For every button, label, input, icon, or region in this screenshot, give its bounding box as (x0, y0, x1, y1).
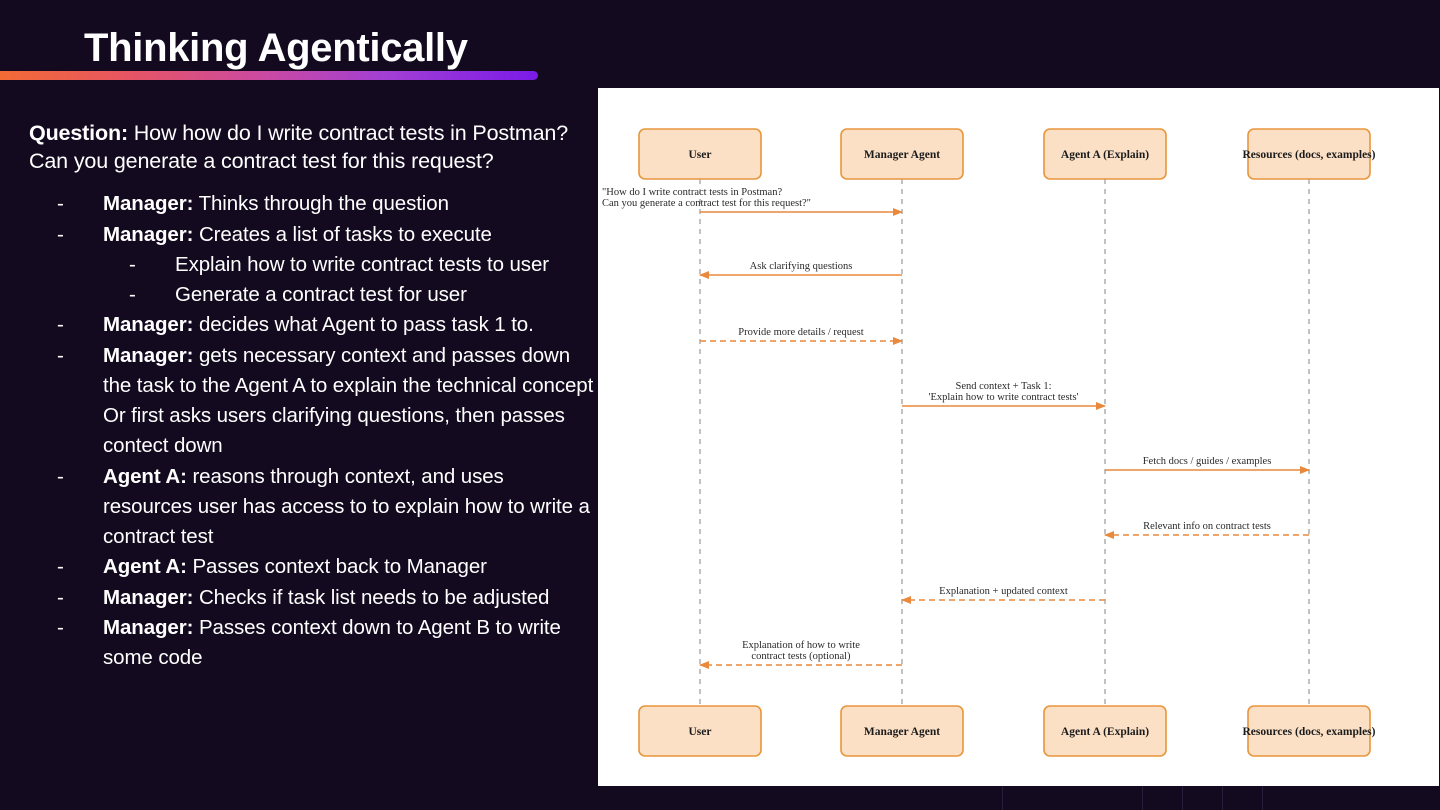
bullet-item: - Manager: Creates a list of tasks to exe… (29, 220, 594, 311)
bullet-dash: - (57, 222, 64, 246)
chrome-divider (1262, 786, 1263, 810)
bullet-dash: - (57, 464, 64, 488)
bullet-item: - Agent A: Passes context back to Manager (29, 552, 594, 582)
participant-label: Resources (docs, examples) (1243, 726, 1376, 738)
sub-bullet-dash: - (129, 283, 136, 307)
message-label: Ask clarifying questions (750, 261, 853, 272)
message-arrow: Explanation + updated context (901, 586, 1105, 604)
bullet-dash: - (57, 313, 64, 337)
chrome-divider (1142, 786, 1143, 810)
chrome-divider (1002, 786, 1003, 810)
participant-label: Resources (docs, examples) (1243, 149, 1376, 161)
bullet-item: - Manager: Passes context down to Agent B… (29, 613, 594, 673)
message-arrow: Fetch docs / guides / examples (1105, 456, 1310, 474)
bullet-lead: Manager: (103, 343, 194, 367)
bullet-dash: - (57, 555, 64, 579)
sub-bullet-item: - Explain how to write contract tests to … (103, 250, 594, 280)
message-label: Send context + Task 1:'Explain how to wr… (929, 381, 1079, 403)
bullet-item: - Manager: Thinks through the question (29, 189, 594, 219)
participant-box-resources[interactable]: Resources (docs, examples) (1243, 128, 1376, 180)
bullet-text: reasons through context, and uses resour… (103, 464, 590, 549)
message-label: "How do I write contract tests in Postma… (602, 187, 811, 209)
participant-box-agentA[interactable]: Agent A (Explain) (1043, 128, 1167, 180)
bullet-lead: Manager: (103, 222, 194, 246)
participant-box-user[interactable]: User (638, 128, 762, 180)
page-title: Thinking Agentically (84, 26, 468, 70)
message-label: Provide more details / request (738, 327, 863, 338)
question-paragraph: Question: How how do I write contract te… (29, 120, 594, 175)
title-accent-bar (0, 71, 538, 80)
bullet-text: decides what Agent to pass task 1 to. (193, 313, 534, 337)
participant-box-resources[interactable]: Resources (docs, examples) (1243, 705, 1376, 757)
message-arrow: Send context + Task 1:'Explain how to wr… (902, 381, 1106, 410)
sub-bullet-text: Explain how to write contract tests to u… (175, 252, 549, 276)
sub-bullet-list: - Explain how to write contract tests to … (103, 250, 594, 310)
message-arrow: "How do I write contract tests in Postma… (602, 187, 903, 216)
bullet-item: - Manager: Checks if task list needs to b… (29, 583, 594, 613)
participant-label: Agent A (Explain) (1061, 726, 1149, 738)
participant-label: Manager Agent (864, 149, 940, 161)
bullet-text: gets necessary context and passes down t… (103, 343, 594, 458)
message-arrow: Relevant info on contract tests (1104, 521, 1309, 539)
message-arrow: Provide more details / request (700, 327, 903, 345)
bullet-lead: Manager: (103, 585, 194, 609)
sub-bullet-dash: - (129, 252, 136, 276)
bullet-item: - Manager: decides what Agent to pass tas… (29, 310, 594, 340)
bullet-list: - Manager: Thinks through the question - Ma… (29, 189, 594, 673)
bullet-dash: - (57, 615, 64, 639)
question-text: How how do I write contract tests in Pos… (29, 121, 568, 173)
participant-box-manager[interactable]: Manager Agent (840, 128, 964, 180)
participant-box-agentA[interactable]: Agent A (Explain) (1043, 705, 1167, 757)
bullet-lead: Manager: (103, 192, 194, 216)
message-label: Relevant info on contract tests (1143, 521, 1271, 532)
participant-label: User (689, 149, 712, 161)
bullet-lead: Agent A: (103, 464, 187, 488)
bullet-text: Creates a list of tasks to execute (193, 222, 492, 246)
bullet-text: Checks if task list needs to be adjusted (193, 585, 550, 609)
content-column: Question: How how do I write contract te… (29, 120, 594, 673)
message-label: Fetch docs / guides / examples (1143, 456, 1272, 467)
bullet-item: - Manager: gets necessary context and pas… (29, 341, 594, 462)
chrome-divider (1182, 786, 1183, 810)
bullet-lead: Agent A: (103, 555, 187, 579)
participant-label: User (689, 726, 712, 738)
bullet-lead: Manager: (103, 615, 194, 639)
sub-bullet-item: - Generate a contract test for user (103, 280, 594, 310)
participant-label: Manager Agent (864, 726, 940, 738)
bullet-text: Passes context back to Manager (186, 555, 487, 579)
participant-box-manager[interactable]: Manager Agent (840, 705, 964, 757)
sub-bullet-text: Generate a contract test for user (175, 283, 467, 307)
message-label: Explanation + updated context (939, 586, 1068, 597)
bullet-dash: - (57, 192, 64, 216)
bullet-item: - Agent A: reasons through context, and u… (29, 462, 594, 553)
question-label: Question: (29, 121, 128, 145)
bullet-lead: Manager: (103, 313, 194, 337)
participant-box-user[interactable]: User (638, 705, 762, 757)
bullet-dash: - (57, 585, 64, 609)
bullet-text: Passes context down to Agent B to write … (103, 615, 561, 669)
message-arrow: Ask clarifying questions (699, 261, 902, 279)
bullet-dash: - (57, 343, 64, 367)
bullet-text: Thinks through the question (193, 192, 449, 216)
chrome-divider (1222, 786, 1223, 810)
participant-label: Agent A (Explain) (1061, 149, 1149, 161)
